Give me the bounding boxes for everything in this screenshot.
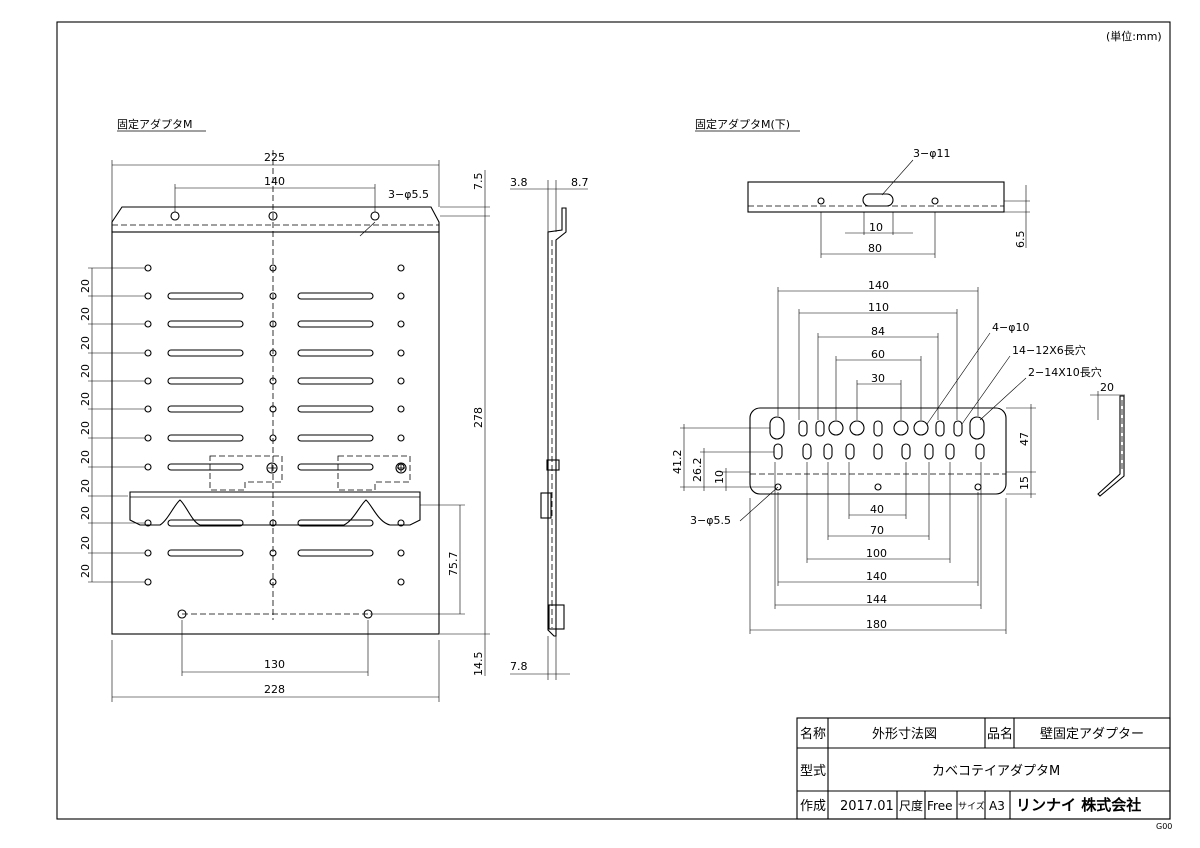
scale-label: 尺度 — [899, 798, 923, 813]
dim-20: 20 — [1100, 381, 1114, 394]
dim-144: 144 — [866, 593, 887, 606]
bottom-view-title: 固定アダプタM(下) — [695, 117, 790, 131]
front-view-title: 固定アダプタM — [117, 117, 193, 131]
pitch-label: 20 — [79, 536, 92, 550]
dim-4-phi10: 4−φ10 — [992, 321, 1029, 334]
model-value: カベコテイアダプタM — [932, 764, 1060, 779]
pitch-label: 20 — [79, 479, 92, 493]
name-value: 外形寸法図 — [872, 727, 937, 742]
dim-84: 84 — [871, 325, 885, 338]
unit-note: (単位:mm) — [1106, 29, 1162, 43]
side-view: 3.8 8.7 7.8 — [510, 176, 589, 680]
pitch-label: 20 — [79, 336, 92, 350]
dim-140-top: 140 — [868, 279, 889, 292]
dim-14-5: 14.5 — [472, 652, 485, 677]
dim-10-v: 10 — [713, 470, 726, 484]
dim-7-5: 7.5 — [472, 173, 485, 191]
dim-228: 228 — [264, 683, 285, 696]
dim-8-7: 8.7 — [571, 176, 589, 189]
drawing-code: G00 — [1156, 822, 1172, 831]
dim-140-bottom: 140 — [866, 570, 887, 583]
drawing-border — [56, 21, 1171, 820]
dim-75-7: 75.7 — [447, 552, 460, 577]
product-label: 品名 — [987, 726, 1013, 742]
dim-6-5: 6.5 — [1014, 231, 1027, 249]
made-label: 作成 — [800, 799, 826, 814]
made-value: 2017.01 — [840, 799, 894, 814]
title-block: 名称 外形寸法図 品名 壁固定アダプター 型式 カベコテイアダプタM 作成 20… — [796, 717, 1172, 831]
dim-3-phi5-5: 3−φ5.5 — [690, 514, 731, 527]
scale-value: Free — [927, 799, 952, 813]
dim-140: 140 — [264, 175, 285, 188]
dim-3-8: 3.8 — [510, 176, 528, 189]
dim-100: 100 — [866, 547, 887, 560]
front-view: 固定アダプタM — [79, 117, 490, 702]
pitch-label: 20 — [79, 364, 92, 378]
pitch-label: 20 — [79, 392, 92, 406]
pitch-label: 20 — [79, 506, 92, 520]
bracket-side-view: 20 — [1090, 381, 1125, 497]
product-value: 壁固定アダプター — [1040, 727, 1144, 742]
pitch-label: 20 — [79, 450, 92, 464]
dim-180: 180 — [866, 618, 887, 631]
dim-47: 47 — [1018, 432, 1031, 446]
dim-60: 60 — [871, 348, 885, 361]
dim-2-slots: 2−14X10長穴 — [1028, 365, 1102, 379]
company-name: リンナイ 株式会社 — [1016, 796, 1141, 814]
dim-15: 15 — [1018, 476, 1031, 490]
dim-40: 40 — [870, 503, 884, 516]
dim-14-slots: 14−12X6長穴 — [1012, 343, 1086, 357]
dim-70: 70 — [870, 524, 884, 537]
mounting-plate-view: 140 110 84 60 30 4−φ10 14−12X6長穴 2−14X10… — [671, 279, 1102, 634]
model-label: 型式 — [800, 764, 826, 779]
pitch-label: 20 — [79, 279, 92, 293]
dim-80: 80 — [868, 242, 882, 255]
bottom-strip-view: 固定アダプタM(下) 3−φ11 10 80 6.5 — [695, 117, 1030, 258]
dim-30: 30 — [871, 372, 885, 385]
dim-3-phi11: 3−φ11 — [913, 147, 950, 160]
dim-3-holes: 3−φ5.5 — [388, 188, 429, 201]
size-value: A3 — [989, 799, 1005, 813]
pitch-label: 20 — [79, 421, 92, 435]
size-label: サイズ — [958, 800, 985, 812]
pitch-label: 20 — [79, 564, 92, 578]
dim-41-2: 41.2 — [671, 450, 684, 475]
pitch-label: 20 — [79, 307, 92, 321]
dim-110: 110 — [868, 301, 889, 314]
dim-26-2: 26.2 — [691, 458, 704, 483]
dim-10: 10 — [869, 221, 883, 234]
name-label: 名称 — [800, 726, 826, 742]
dim-7-8: 7.8 — [510, 660, 528, 673]
dim-130: 130 — [264, 658, 285, 671]
dim-278: 278 — [472, 407, 485, 428]
dim-225: 225 — [264, 151, 285, 164]
